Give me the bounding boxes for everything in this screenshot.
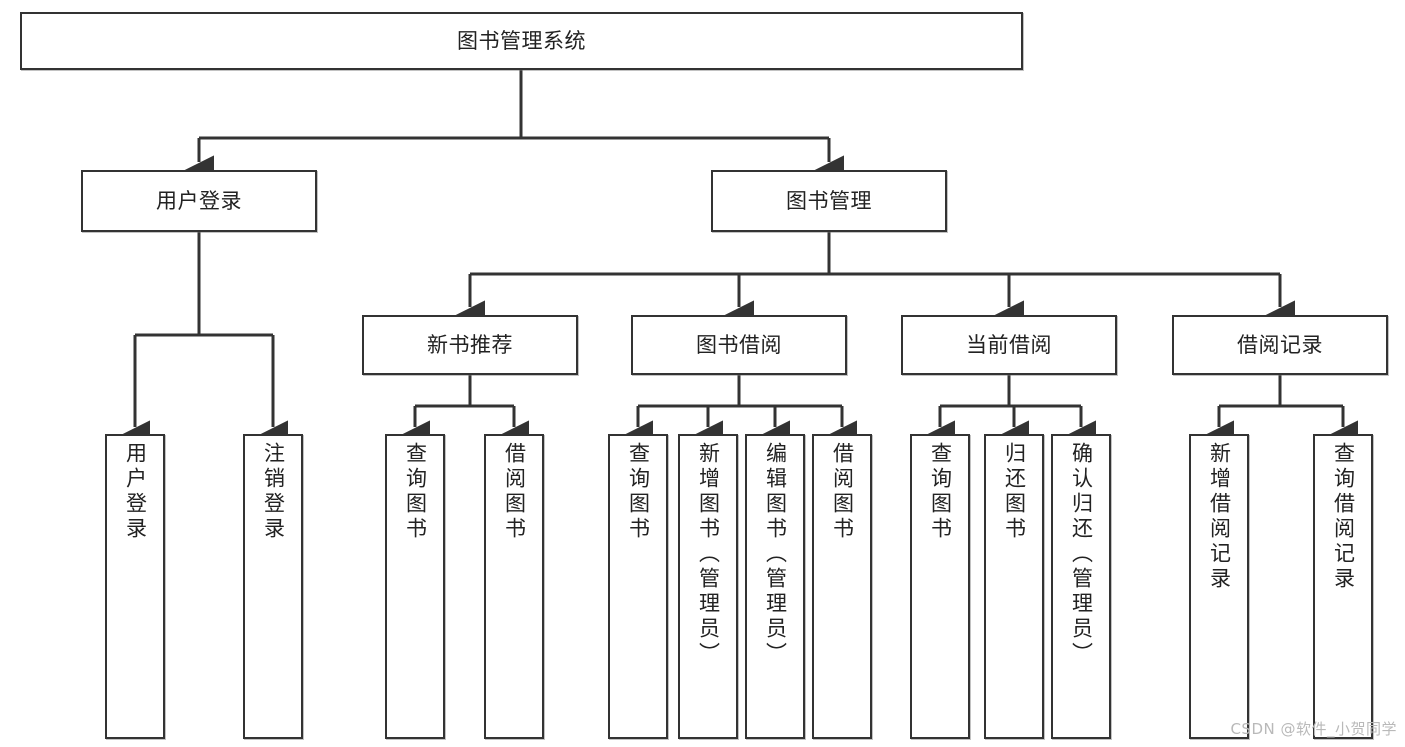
node-leaf-borrow-book-1[interactable]: 借阅图书 xyxy=(484,434,544,739)
node-new-book-recommend[interactable]: 新书推荐 xyxy=(362,315,578,375)
node-root-label: 图书管理系统 xyxy=(457,28,586,53)
node-current-borrow-label: 当前借阅 xyxy=(966,332,1052,357)
node-leaf-borrow-book-1-label: 借阅图书 xyxy=(502,442,527,542)
node-leaf-user-login-label: 用户登录 xyxy=(123,442,148,542)
node-root[interactable]: 图书管理系统 xyxy=(20,12,1023,70)
node-leaf-query-borrow-record-label: 查询借阅记录 xyxy=(1331,442,1356,592)
node-leaf-confirm-return-label: 确认归还（管理员） xyxy=(1069,442,1094,667)
node-leaf-query-book-1-label: 查询图书 xyxy=(403,442,428,542)
node-leaf-add-borrow-record-label: 新增借阅记录 xyxy=(1207,442,1232,592)
node-leaf-add-book[interactable]: 新增图书（管理员） xyxy=(678,434,738,739)
node-leaf-query-book-1[interactable]: 查询图书 xyxy=(385,434,445,739)
node-leaf-query-book-3[interactable]: 查询图书 xyxy=(910,434,970,739)
node-book-manage-label: 图书管理 xyxy=(786,188,872,213)
node-leaf-logout-label: 注销登录 xyxy=(261,442,286,542)
node-leaf-query-book-3-label: 查询图书 xyxy=(928,442,953,542)
csdn-watermark: CSDN @软件_小贺同学 xyxy=(1230,720,1397,738)
node-borrow-record-label: 借阅记录 xyxy=(1237,332,1323,357)
node-book-manage[interactable]: 图书管理 xyxy=(711,170,947,232)
node-leaf-edit-book-label: 编辑图书（管理员） xyxy=(763,442,788,667)
node-leaf-query-book-2[interactable]: 查询图书 xyxy=(608,434,668,739)
node-user-login[interactable]: 用户登录 xyxy=(81,170,317,232)
node-new-book-recommend-label: 新书推荐 xyxy=(427,332,513,357)
node-leaf-return-book[interactable]: 归还图书 xyxy=(984,434,1044,739)
node-book-borrow-label: 图书借阅 xyxy=(696,332,782,357)
node-leaf-borrow-book-2-label: 借阅图书 xyxy=(830,442,855,542)
node-leaf-query-borrow-record[interactable]: 查询借阅记录 xyxy=(1313,434,1373,739)
node-current-borrow[interactable]: 当前借阅 xyxy=(901,315,1117,375)
node-leaf-add-borrow-record[interactable]: 新增借阅记录 xyxy=(1189,434,1249,739)
node-leaf-query-book-2-label: 查询图书 xyxy=(626,442,651,542)
node-leaf-user-login[interactable]: 用户登录 xyxy=(105,434,165,739)
node-leaf-borrow-book-2[interactable]: 借阅图书 xyxy=(812,434,872,739)
node-leaf-confirm-return[interactable]: 确认归还（管理员） xyxy=(1051,434,1111,739)
node-leaf-logout[interactable]: 注销登录 xyxy=(243,434,303,739)
node-leaf-return-book-label: 归还图书 xyxy=(1002,442,1027,542)
node-book-borrow[interactable]: 图书借阅 xyxy=(631,315,847,375)
node-borrow-record[interactable]: 借阅记录 xyxy=(1172,315,1388,375)
node-leaf-edit-book[interactable]: 编辑图书（管理员） xyxy=(745,434,805,739)
node-leaf-add-book-label: 新增图书（管理员） xyxy=(696,442,721,667)
node-user-login-label: 用户登录 xyxy=(156,188,242,213)
